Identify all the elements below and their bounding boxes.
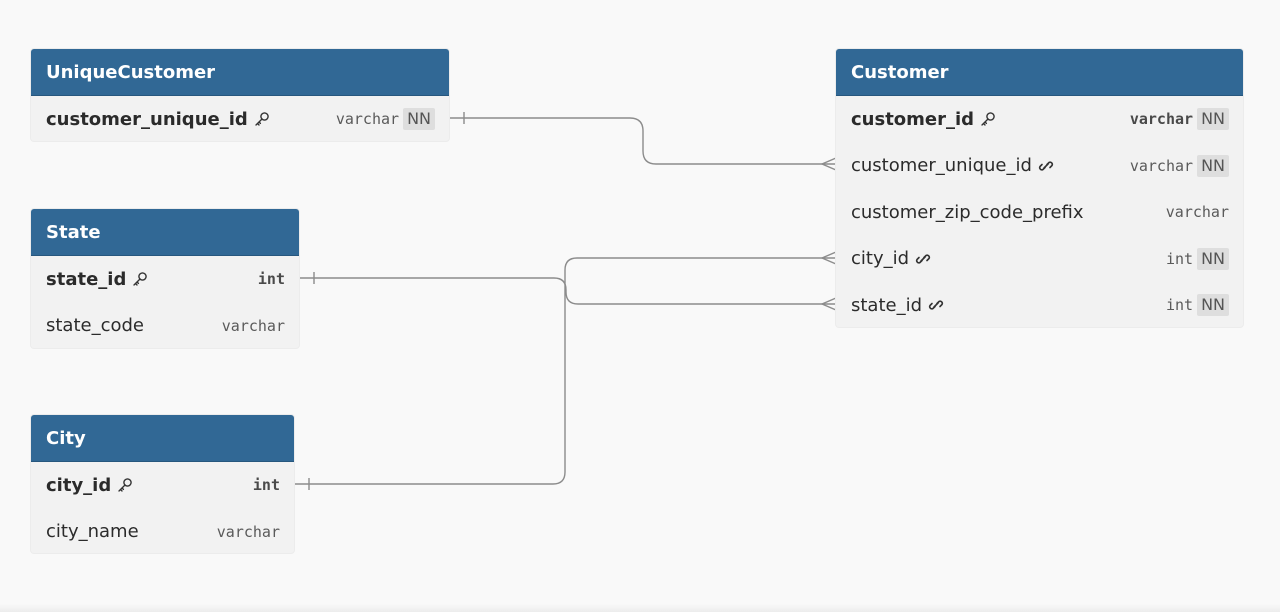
field-type: int [257, 270, 285, 289]
field-row-customer-unique-id[interactable]: customer_unique_id varchar NN [836, 143, 1243, 190]
field-row-state-id[interactable]: state_id int NN [836, 282, 1243, 327]
not-null-badge: NN [1197, 154, 1229, 177]
entity-title: Customer [836, 49, 1243, 96]
key-icon [117, 477, 133, 493]
field-type: int [1165, 296, 1194, 315]
many-marker-customer-city-id [820, 251, 837, 265]
field-type: int [1165, 249, 1194, 268]
field-name: state_id [46, 268, 127, 290]
field-row-customer-unique-id[interactable]: customer_unique_id varchar NN [31, 96, 449, 141]
field-name: city_name [46, 521, 139, 543]
field-row-city-id[interactable]: city_id int NN [836, 236, 1243, 283]
entity-state[interactable]: State state_id int state_code varchar [31, 209, 299, 348]
field-type: varchar [1129, 110, 1194, 129]
field-name: customer_unique_id [46, 108, 248, 130]
not-null-badge: NN [1197, 108, 1229, 131]
link-icon [1038, 158, 1054, 174]
link-icon [928, 297, 944, 313]
field-name: city_id [851, 248, 910, 270]
field-name: customer_unique_id [851, 155, 1032, 177]
field-row-customer-zip-code-prefix[interactable]: customer_zip_code_prefix varchar [836, 189, 1243, 236]
field-row-state-code[interactable]: state_code varchar [31, 303, 299, 349]
entity-title: State [31, 209, 299, 256]
field-row-state-id[interactable]: state_id int [31, 256, 299, 303]
entity-uniquecustomer[interactable]: UniqueCustomer customer_unique_id varcha… [31, 49, 449, 141]
key-icon [980, 111, 996, 127]
many-marker-customer-state-id [820, 297, 837, 311]
relationship-line-uniquecustomer-customer [449, 117, 836, 165]
field-row-city-name[interactable]: city_name varchar [31, 509, 294, 554]
field-name: customer_id [851, 108, 975, 130]
entity-title: City [31, 415, 294, 462]
field-type: varchar [335, 110, 400, 129]
relationship-line-state-customer [299, 277, 836, 305]
field-type: int [252, 476, 280, 495]
not-null-badge: NN [1197, 247, 1229, 270]
key-icon [254, 111, 270, 127]
field-type: varchar [1165, 203, 1229, 222]
entity-city[interactable]: City city_id int city_name varchar [31, 415, 294, 553]
not-null-badge: NN [403, 108, 435, 131]
field-type: varchar [1129, 156, 1194, 175]
key-icon [132, 271, 148, 287]
link-icon [915, 251, 931, 267]
field-row-city-id[interactable]: city_id int [31, 462, 294, 509]
field-name: state_id [851, 294, 923, 316]
field-name: customer_zip_code_prefix [851, 201, 1084, 223]
not-null-badge: NN [1197, 294, 1229, 317]
entity-customer[interactable]: Customer customer_id varchar NN customer… [836, 49, 1243, 327]
field-row-customer-id[interactable]: customer_id varchar NN [836, 96, 1243, 143]
field-type: varchar [216, 522, 280, 541]
field-name: state_code [46, 315, 145, 337]
many-marker-customer-unique-id [820, 157, 837, 171]
canvas-bottom-edge [0, 604, 1280, 612]
field-name: city_id [46, 474, 112, 496]
relationship-line-city-customer [294, 257, 836, 485]
entity-title: UniqueCustomer [31, 49, 449, 96]
field-type: varchar [221, 316, 285, 335]
